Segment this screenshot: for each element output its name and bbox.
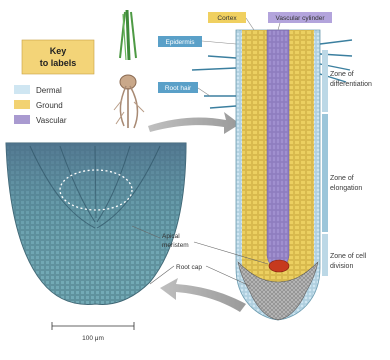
zone-differentiation: Zone of differentiation [322,50,372,112]
zone-cell-division: Zone of cell division [322,234,367,276]
zone-cell-division-line1: Zone of cell [330,253,367,260]
vascular-cylinder-layer [267,30,289,268]
zoom-arrow-seedling [148,112,240,134]
key-swatch-vascular [14,115,30,124]
root-diagram [236,30,320,320]
label-apical-meristem-line2: meristem [162,242,189,249]
zoom-arrow-root-tip [160,278,246,312]
root-tip-micrograph [6,143,186,304]
scale-bar: 100 μm [52,322,134,342]
zone-cell-division-line2: division [330,263,353,270]
label-root-cap: Root cap [150,264,250,286]
label-root-hair: Root hair [158,82,210,96]
zone-elongation: Zone of elongation [322,114,362,232]
label-apical-meristem-line1: Apical [162,233,180,240]
key-panel: Key to labels Dermal Ground Vascular [14,40,94,125]
label-epidermis: Epidermis [158,36,236,47]
zone-differentiation-line2: differentiation [330,81,372,88]
key-label-dermal: Dermal [36,86,62,95]
key-swatch-dermal [14,85,30,94]
label-cortex: Cortex [208,12,254,30]
scale-bar-label: 100 μm [82,335,104,342]
key-label-ground: Ground [36,101,63,110]
label-root-cap-text: Root cap [176,264,202,271]
label-vascular-cylinder: Vascular cylinder [268,12,332,30]
meristem-spot [269,260,289,272]
key-title-line1: Key [50,46,67,56]
key-title-line2: to labels [40,58,77,68]
zone-differentiation-line1: Zone of [330,71,354,78]
label-cortex-text: Cortex [217,15,237,22]
key-label-vascular: Vascular [36,116,67,125]
label-root-hair-text: Root hair [165,85,192,92]
label-epidermis-text: Epidermis [166,39,196,46]
key-swatch-ground [14,100,30,109]
zone-elongation-line1: Zone of [330,175,354,182]
seedling-illustration [114,10,144,128]
zone-elongation-line2: elongation [330,185,362,192]
label-vascular-cylinder-text: Vascular cylinder [275,15,325,22]
